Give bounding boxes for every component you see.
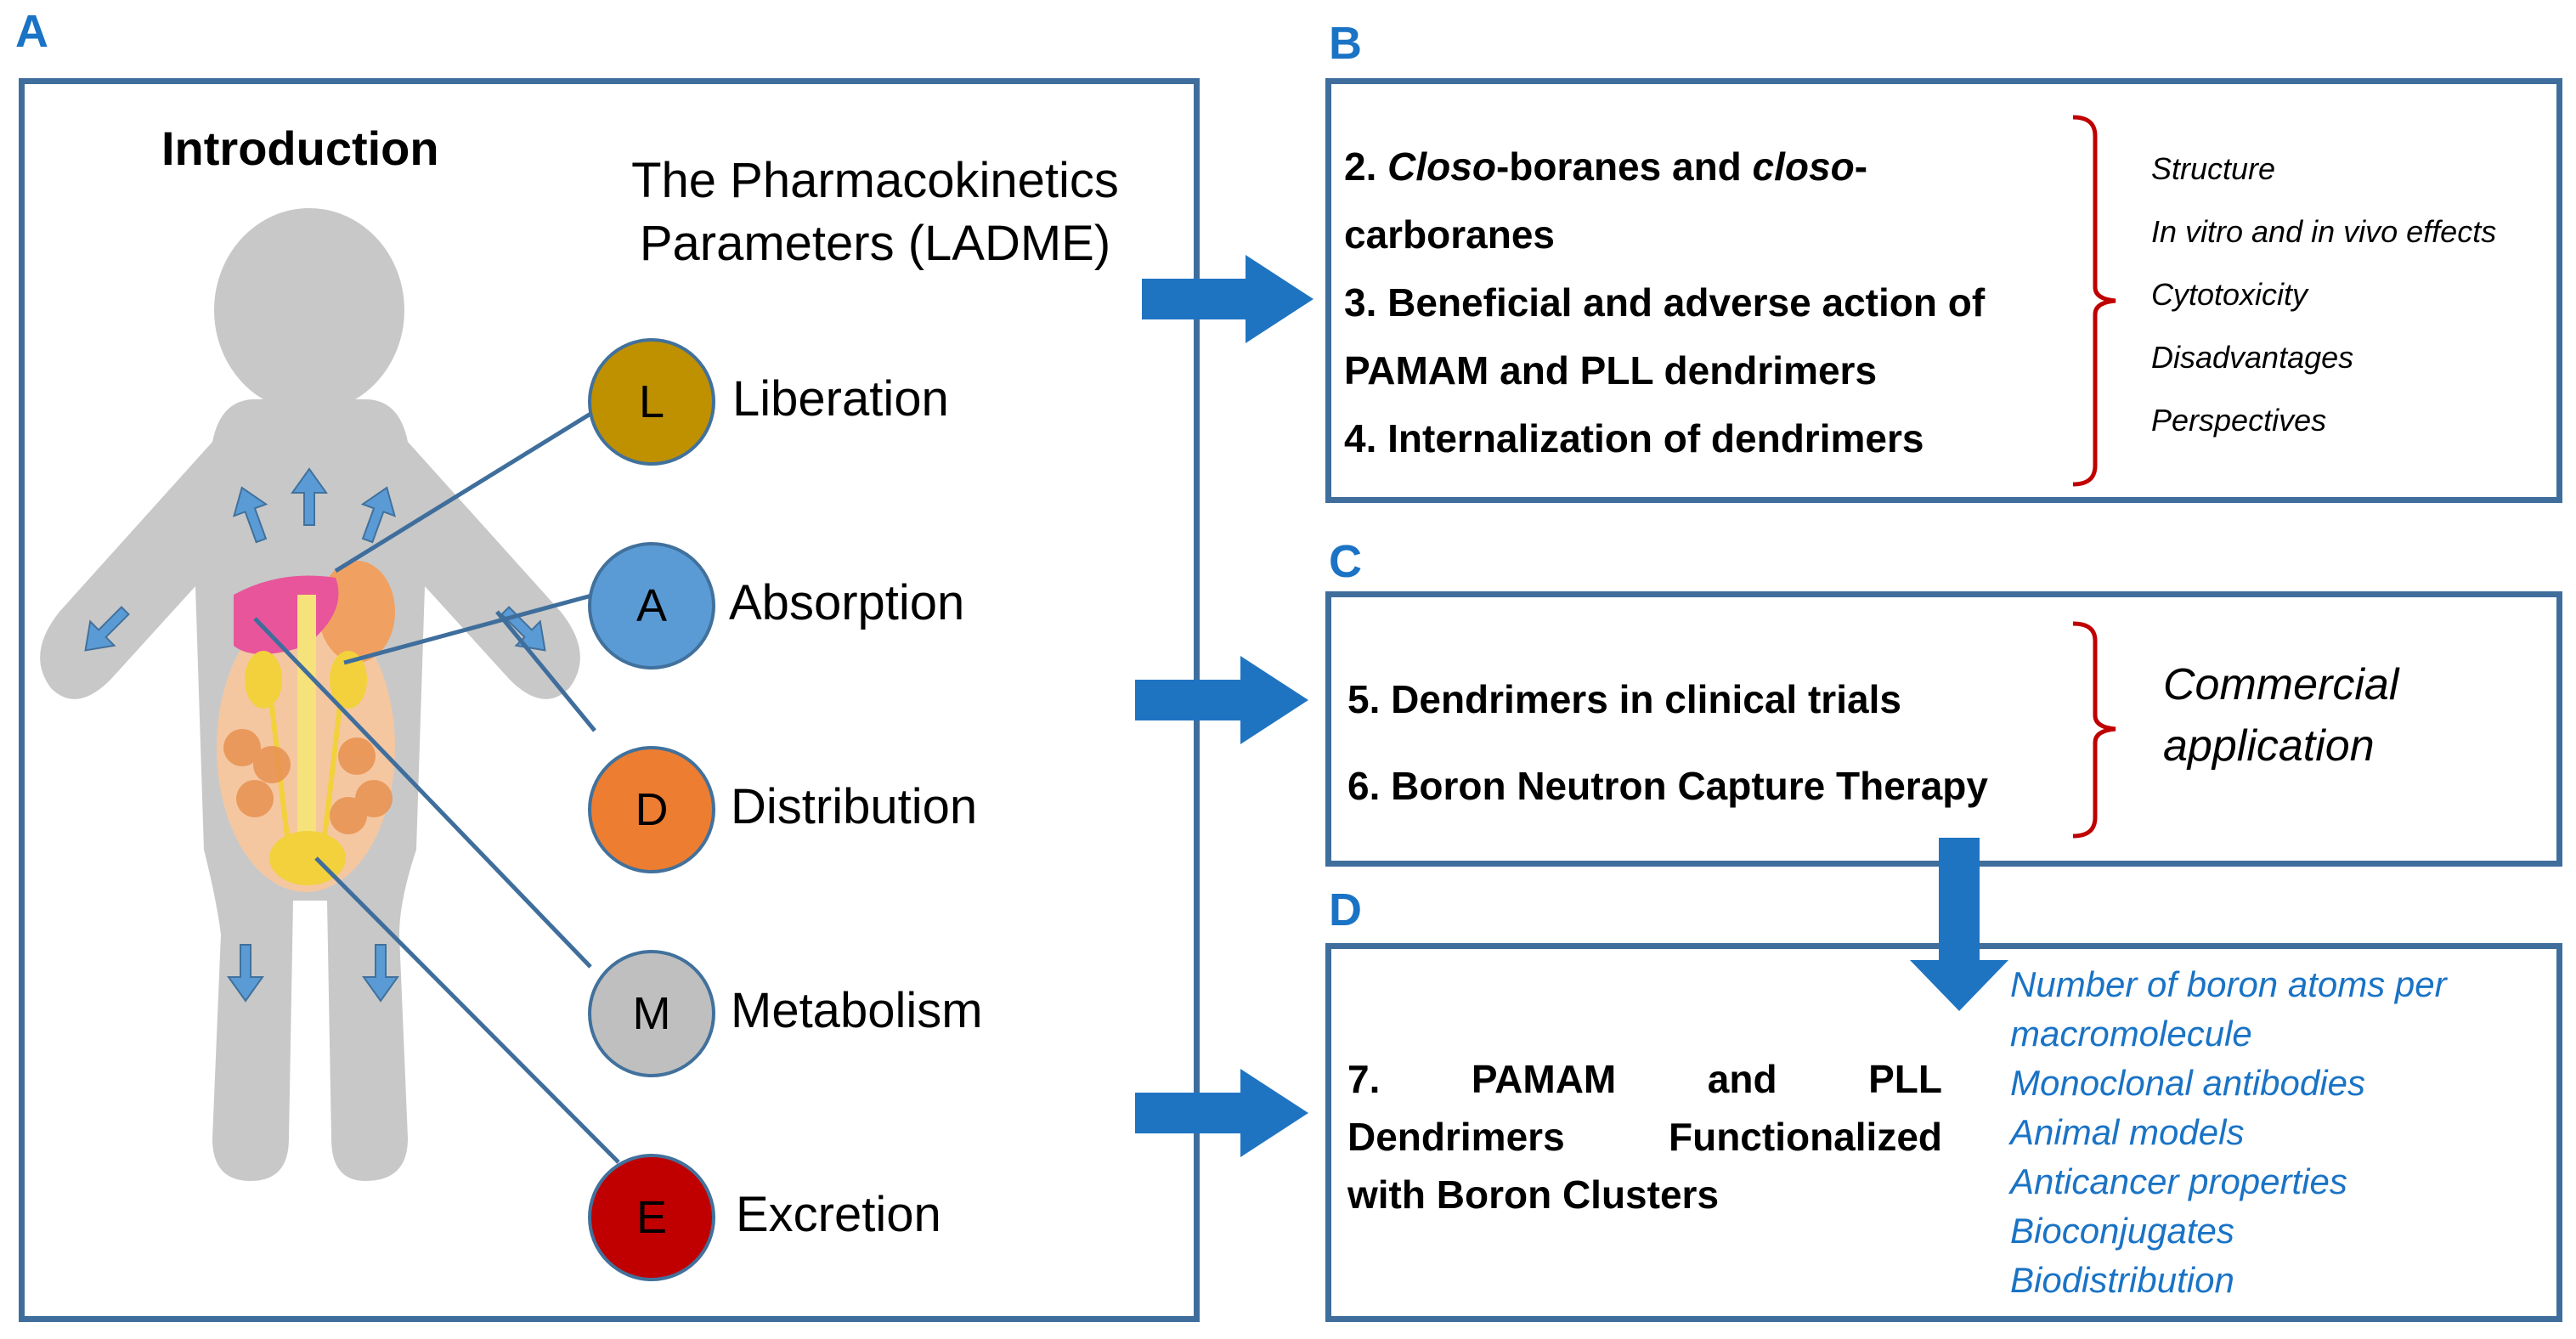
- stage-label-liberation: Liberation: [732, 371, 949, 427]
- item-7-line-3: with Boron Clusters: [1347, 1172, 1720, 1217]
- flow-arrows: [1135, 255, 2008, 1157]
- item-3-line-2: PAMAM and PLL dendrimers: [1344, 348, 1878, 393]
- topic-item: Monoclonal antibodies: [2010, 1063, 2365, 1103]
- aspect-item: Structure: [2151, 151, 2276, 186]
- commercial-line-2: application: [2163, 721, 2375, 771]
- panel-letter-a: A: [15, 6, 48, 57]
- commercial-application: Commercial application: [2163, 654, 2398, 777]
- arrow-to-c: [1135, 656, 1308, 744]
- commercial-line-1: Commercial: [2163, 660, 2399, 709]
- panel-b-box: [1325, 78, 2562, 503]
- ladme-title: The Pharmacokinetics Parameters (LADME): [595, 150, 1155, 275]
- organs-icon: [217, 561, 395, 892]
- bracket-b: [2072, 115, 2116, 487]
- aspect-item: In vitro and in vivo effects: [2151, 214, 2497, 249]
- panel-b-items: 2. Closo-boranes and closo- carboranes 3…: [1344, 133, 1985, 472]
- stage-circle-metabolism: M: [588, 950, 715, 1077]
- aspect-item: Cytotoxicity: [2151, 277, 2308, 312]
- stage-label-distribution: Distribution: [731, 779, 978, 834]
- panel-d-box: [1325, 943, 2562, 1322]
- item-4: 4. Internalization of dendrimers: [1344, 416, 1924, 460]
- item-5: 5. Dendrimers in clinical trials: [1347, 677, 1901, 721]
- stage-label-absorption: Absorption: [729, 575, 965, 630]
- topic-item: Biodistribution: [2010, 1260, 2234, 1300]
- stage-label-metabolism: Metabolism: [731, 983, 983, 1038]
- stage-circle-liberation: L: [588, 338, 715, 466]
- ladme-title-line-2: Parameters (LADME): [639, 216, 1111, 271]
- stage-label-excretion: Excretion: [736, 1187, 941, 1242]
- panel-a-title: Introduction: [161, 121, 439, 175]
- panel-letter-b: B: [1329, 18, 1362, 69]
- arrow-to-b: [1142, 255, 1313, 343]
- arrow-to-d: [1135, 1069, 1308, 1157]
- topic-item: Bioconjugates: [2010, 1211, 2234, 1251]
- topic-item: Animal models: [2010, 1112, 2245, 1152]
- stage-circle-excretion: E: [588, 1154, 715, 1281]
- brackets: [2072, 115, 2116, 839]
- aspect-item: Perspectives: [2151, 403, 2327, 438]
- item-3-line-1: 3. Beneficial and adverse action of: [1344, 280, 1986, 325]
- panel-letter-c: C: [1329, 536, 1362, 587]
- arrow-c-to-d: [1910, 838, 2008, 1011]
- leader-lines: [253, 409, 620, 1164]
- topic-item: Anticancer properties: [2010, 1161, 2347, 1201]
- item-2-line-1: 2. Closo-boranes and closo-: [1344, 144, 1868, 189]
- ladme-title-line-1: The Pharmacokinetics: [631, 153, 1119, 208]
- panel-letter-d: D: [1329, 884, 1362, 935]
- item-6: 6. Boron Neutron Capture Therapy: [1347, 764, 1988, 808]
- item-2-line-2: carboranes: [1344, 212, 1556, 257]
- aspect-item: Disadvantages: [2151, 340, 2354, 375]
- bracket-c: [2072, 621, 2116, 839]
- topic-item: macromolecule: [2010, 1014, 2252, 1054]
- stage-circle-distribution: D: [588, 746, 715, 873]
- stage-circle-absorption: A: [588, 542, 715, 670]
- topic-item: Number of boron atoms per: [2010, 964, 2447, 1004]
